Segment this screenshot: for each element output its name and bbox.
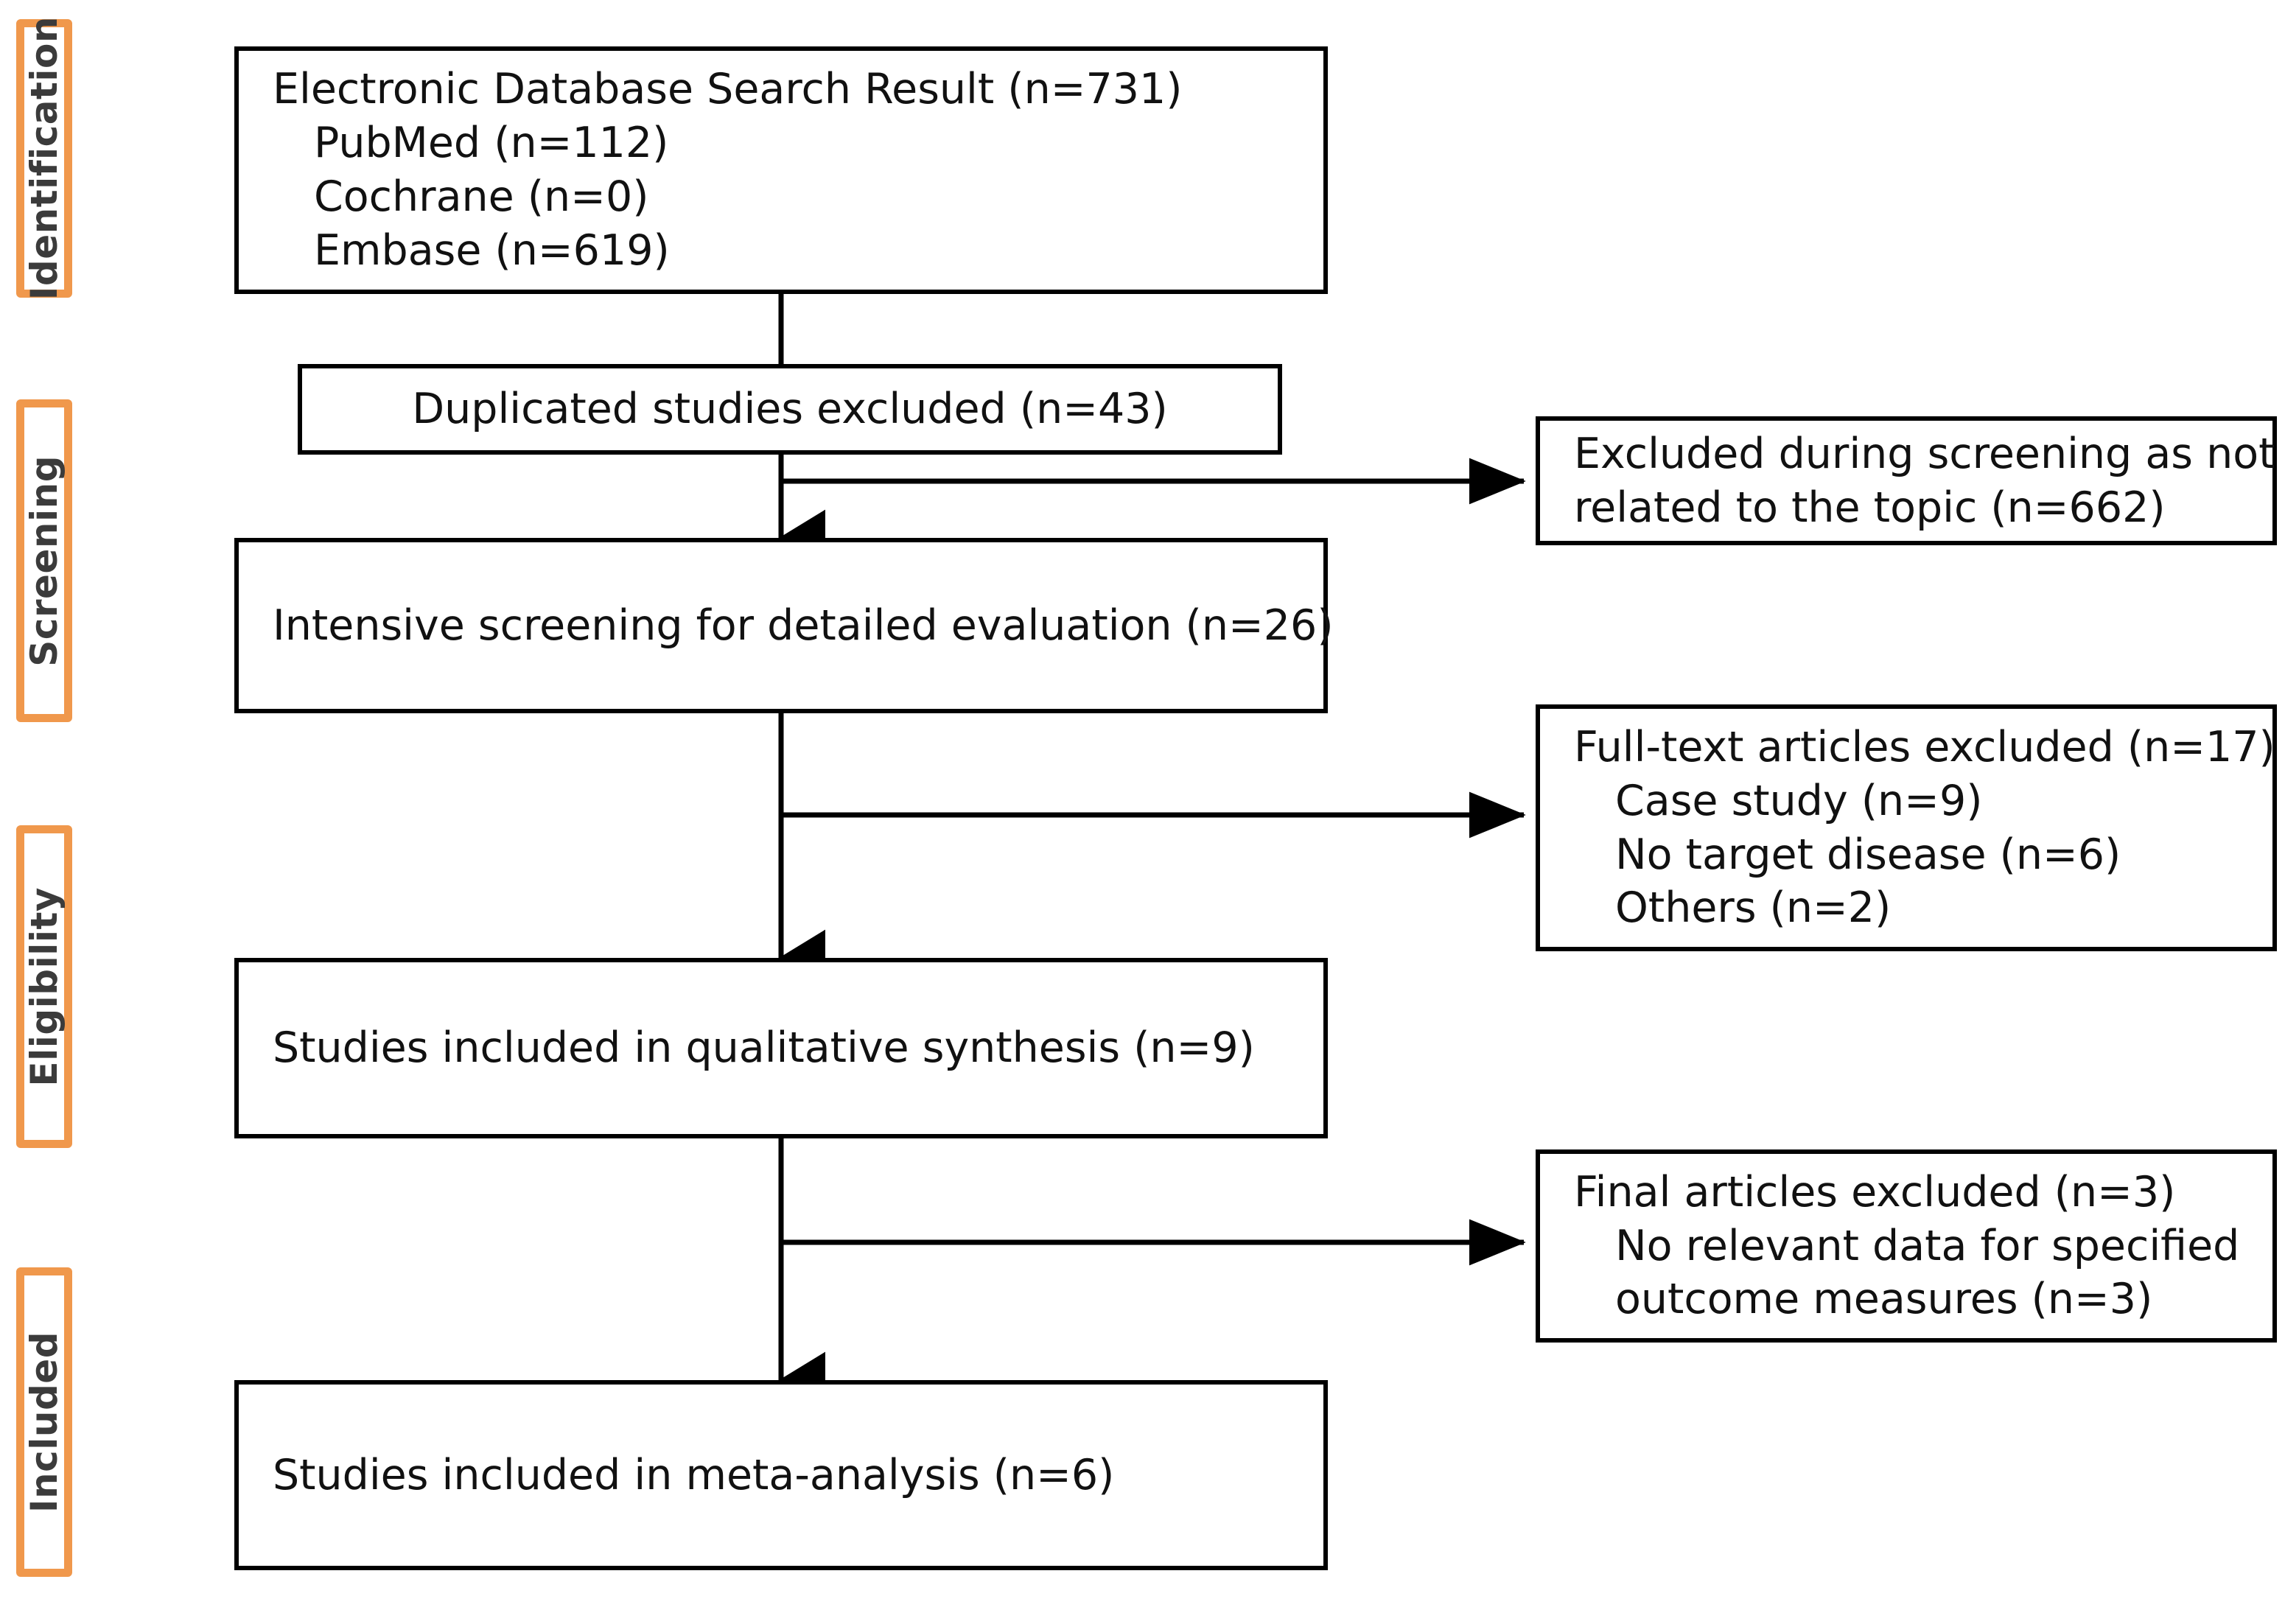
- fulltext-excluded-line-1: Full-text articles excluded (n=17): [1574, 722, 2275, 771]
- fulltext-excluded-line-no-target-disease: No target disease (n=6): [1615, 830, 2121, 879]
- box-screening-excluded: Excluded during screening as not related…: [1536, 416, 2277, 545]
- box-duplicates-excluded: Duplicated studies excluded (n=43): [298, 364, 1282, 455]
- phase-label-identification-text: Identification: [23, 16, 66, 301]
- box-search-results: Electronic Database Search Result (n=731…: [234, 46, 1328, 294]
- intensive-screening-line: Intensive screening for detailed evaluat…: [273, 601, 1334, 650]
- box-intensive-screening: Intensive screening for detailed evaluat…: [234, 538, 1334, 713]
- phase-label-identification: Identification: [16, 16, 72, 301]
- search-results-line-pubmed: PubMed (n=112): [314, 119, 669, 168]
- box-fulltext-excluded: Full-text articles excluded (n=17) Case …: [1536, 704, 2277, 951]
- search-results-line-embase: Embase (n=619): [314, 225, 670, 275]
- screening-excluded-line-2: related to the topic (n=662): [1574, 483, 2166, 532]
- box-final-excluded: Final articles excluded (n=3) No relevan…: [1536, 1149, 2277, 1343]
- phase-label-screening: Screening: [16, 399, 72, 722]
- duplicates-excluded-line: Duplicated studies excluded (n=43): [412, 385, 1168, 434]
- phase-label-eligibility: Eligibility: [16, 825, 72, 1148]
- box-qualitative-synthesis: Studies included in qualitative synthesi…: [234, 958, 1328, 1138]
- phase-label-screening-text: Screening: [23, 455, 66, 667]
- final-excluded-line-2: No relevant data for specified: [1615, 1221, 2240, 1270]
- search-results-line-cochrane: Cochrane (n=0): [314, 172, 649, 221]
- phase-label-eligibility-text: Eligibility: [23, 886, 66, 1087]
- search-results-line-1: Electronic Database Search Result (n=731…: [273, 65, 1183, 114]
- fulltext-excluded-line-case-study: Case study (n=9): [1615, 776, 1983, 825]
- screening-excluded-line-1: Excluded during screening as not: [1574, 429, 2275, 478]
- fulltext-excluded-line-others: Others (n=2): [1615, 883, 1892, 933]
- final-excluded-line-3: outcome measures (n=3): [1615, 1275, 2153, 1324]
- box-meta-analysis: Studies included in meta-analysis (n=6): [234, 1380, 1328, 1570]
- phase-label-included: Included: [16, 1267, 72, 1577]
- meta-analysis-line: Studies included in meta-analysis (n=6): [273, 1450, 1115, 1499]
- final-excluded-line-1: Final articles excluded (n=3): [1574, 1167, 2176, 1217]
- qualitative-synthesis-line: Studies included in qualitative synthesi…: [273, 1023, 1255, 1073]
- phase-label-included-text: Included: [23, 1331, 66, 1513]
